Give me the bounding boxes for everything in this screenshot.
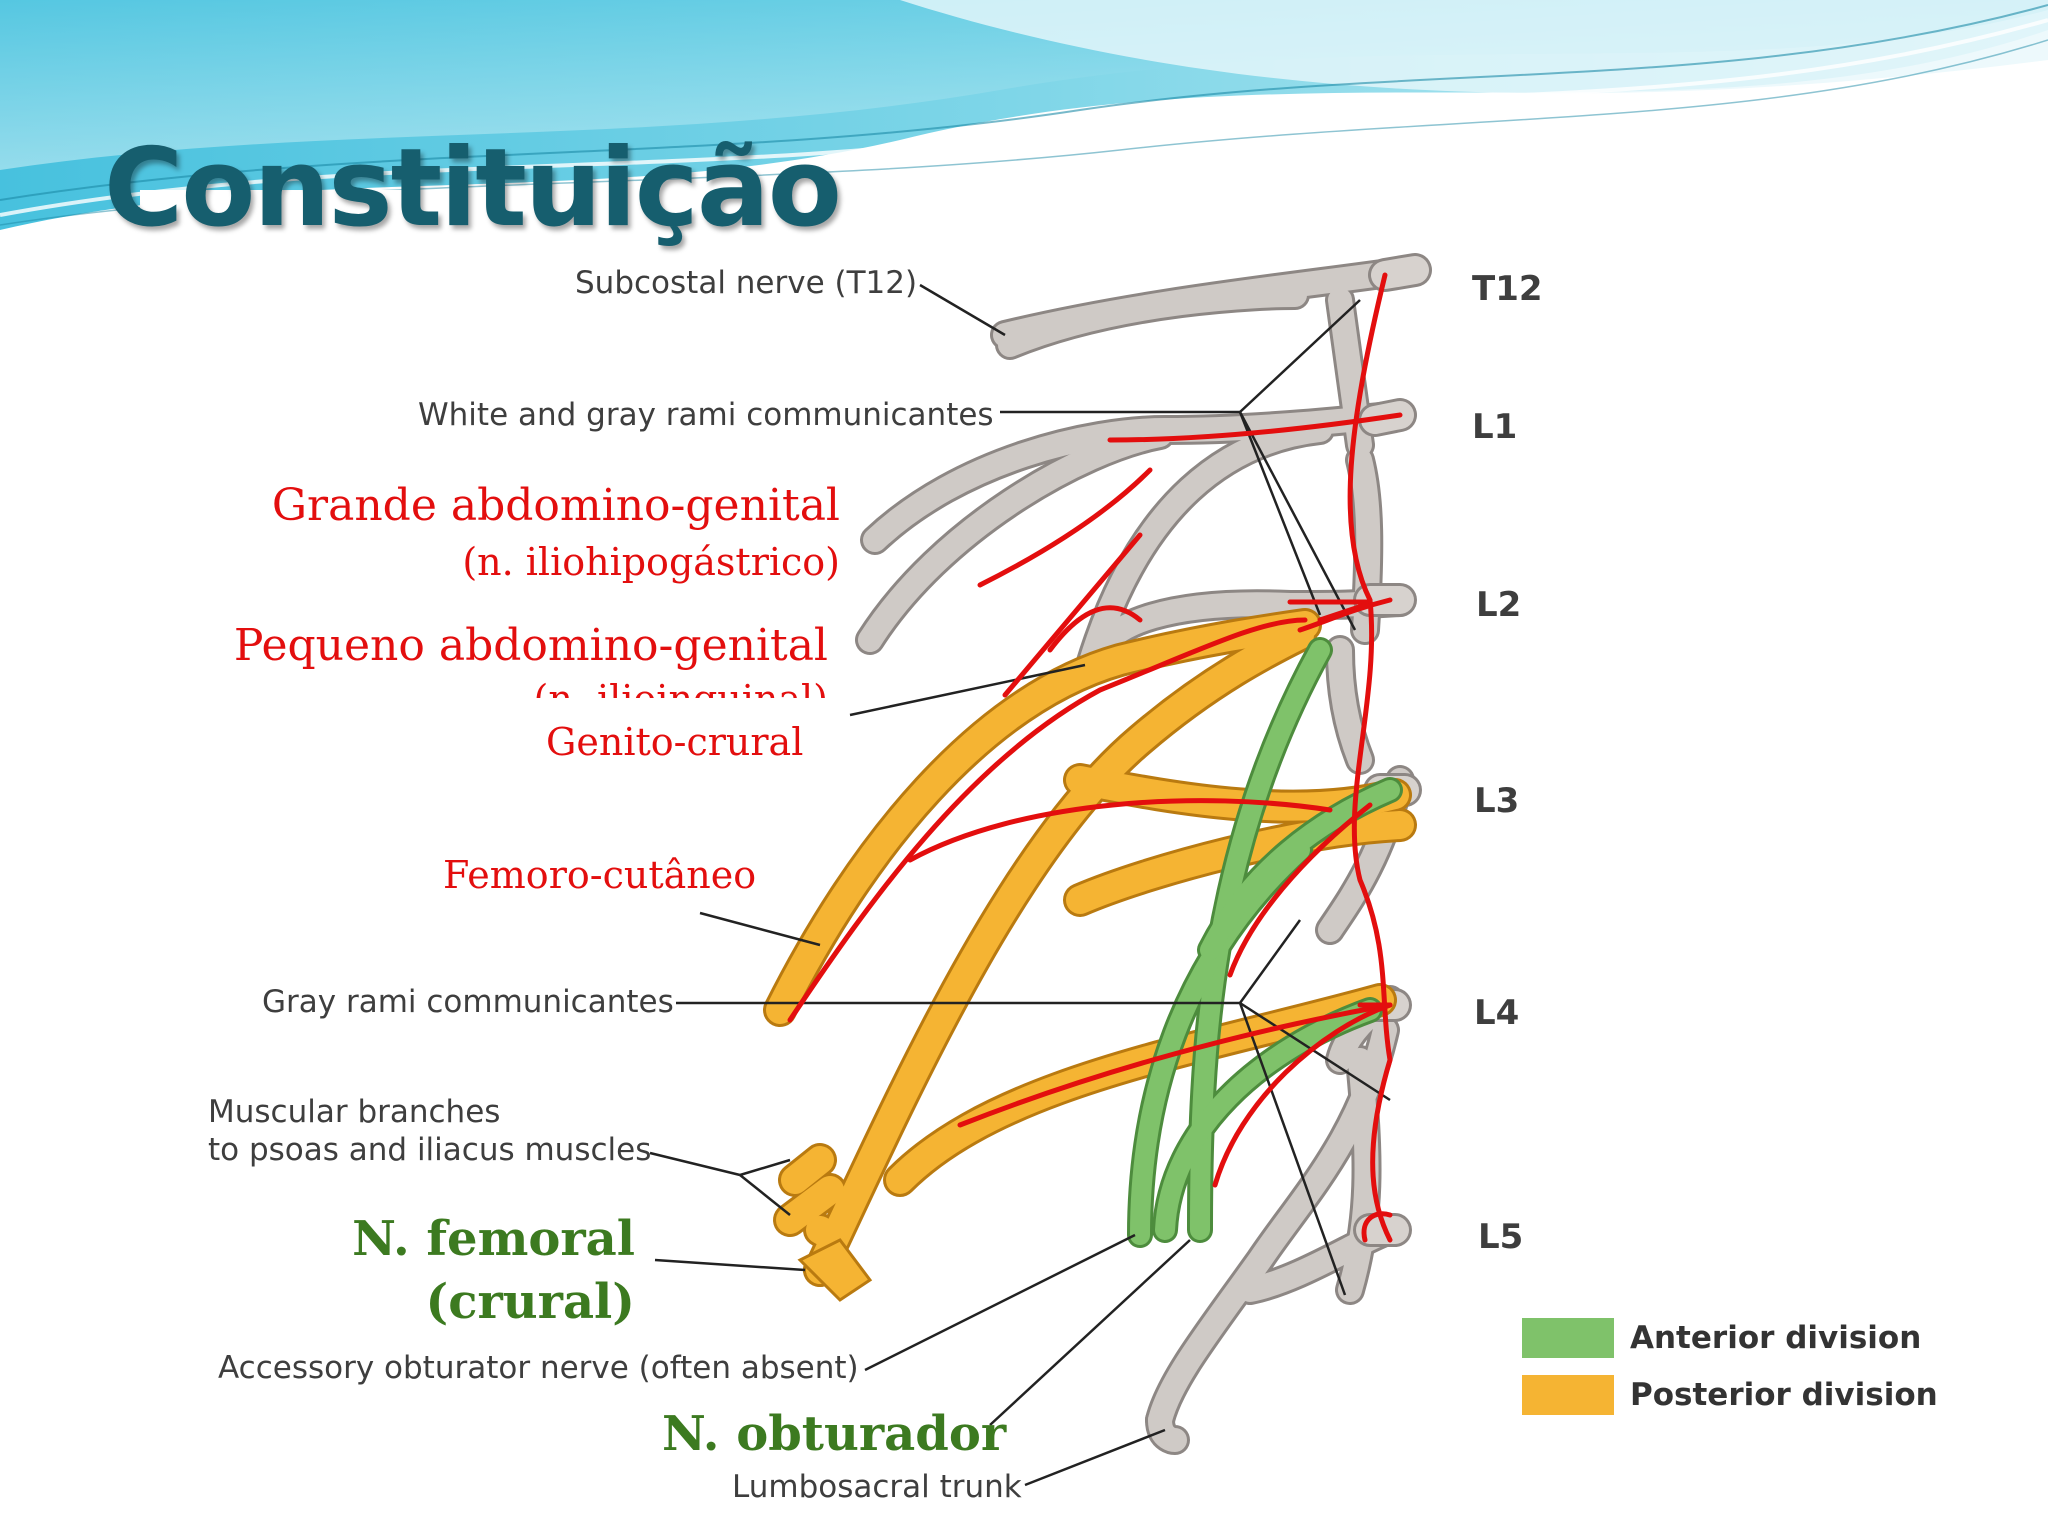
label-n-obturador: N. obturador (662, 1406, 1007, 1462)
portuguese-labels: Grande abdomino-genital (n. iliohipogást… (234, 480, 1007, 1462)
segment-label: T12 (1472, 269, 1543, 309)
label-muscular-branches-2: to psoas and iliacus muscles (208, 1132, 651, 1168)
label-genito-crural: Genito-crural (546, 720, 803, 764)
legend-swatch-posterior (1522, 1375, 1614, 1415)
label-white-gray-rami: White and gray rami communicantes (418, 397, 994, 433)
label-accessory-obturator: Accessory obturator nerve (often absent) (218, 1350, 859, 1386)
leader-lines (649, 283, 1391, 1487)
label-grande-abdomino-genital: Grande abdomino-genital (272, 480, 840, 531)
label-n-femoral: N. femoral (352, 1211, 635, 1267)
label-lumbosacral-trunk: Lumbosacral trunk (732, 1469, 1022, 1505)
segment-label: L3 (1474, 781, 1519, 821)
slide-title: Constituição (104, 126, 842, 251)
segment-labels: T12 L1 L2 L3 L4 L5 (1472, 269, 1543, 1257)
segment-label: L5 (1478, 1217, 1523, 1257)
legend-swatch-anterior (1522, 1318, 1614, 1358)
label-ilioinguinal: (n. ilioinguinal) (534, 677, 828, 721)
segment-label: L2 (1476, 585, 1521, 625)
label-muscular-branches: Muscular branches (208, 1094, 500, 1130)
red-annotations (787, 272, 1403, 1243)
english-labels: Subcostal nerve (T12) White and gray ram… (208, 265, 1022, 1505)
label-gray-rami: Gray rami communicantes (262, 984, 674, 1020)
legend-label-posterior: Posterior division (1630, 1377, 1938, 1413)
gray-nerves (855, 253, 1432, 1455)
segment-label: L4 (1474, 993, 1519, 1033)
header-banner (0, 0, 2048, 230)
ilioinguinal-clipped: (n. ilioinguinal) (534, 677, 828, 721)
legend-label-anterior: Anterior division (1630, 1320, 1921, 1356)
anterior-division-nerves (1127, 637, 1403, 1248)
segment-label: L1 (1472, 407, 1517, 447)
label-iliohipogastrico: (n. iliohipogástrico) (462, 540, 840, 584)
label-femoro-cutaneo: Femoro-cutâneo (443, 853, 756, 897)
label-crural: (crural) (426, 1274, 635, 1330)
label-pequeno-abdomino-genital: Pequeno abdomino-genital (234, 620, 828, 671)
label-subcostal: Subcostal nerve (T12) (575, 265, 917, 301)
legend: Anterior division Posterior division (1522, 1318, 1938, 1415)
